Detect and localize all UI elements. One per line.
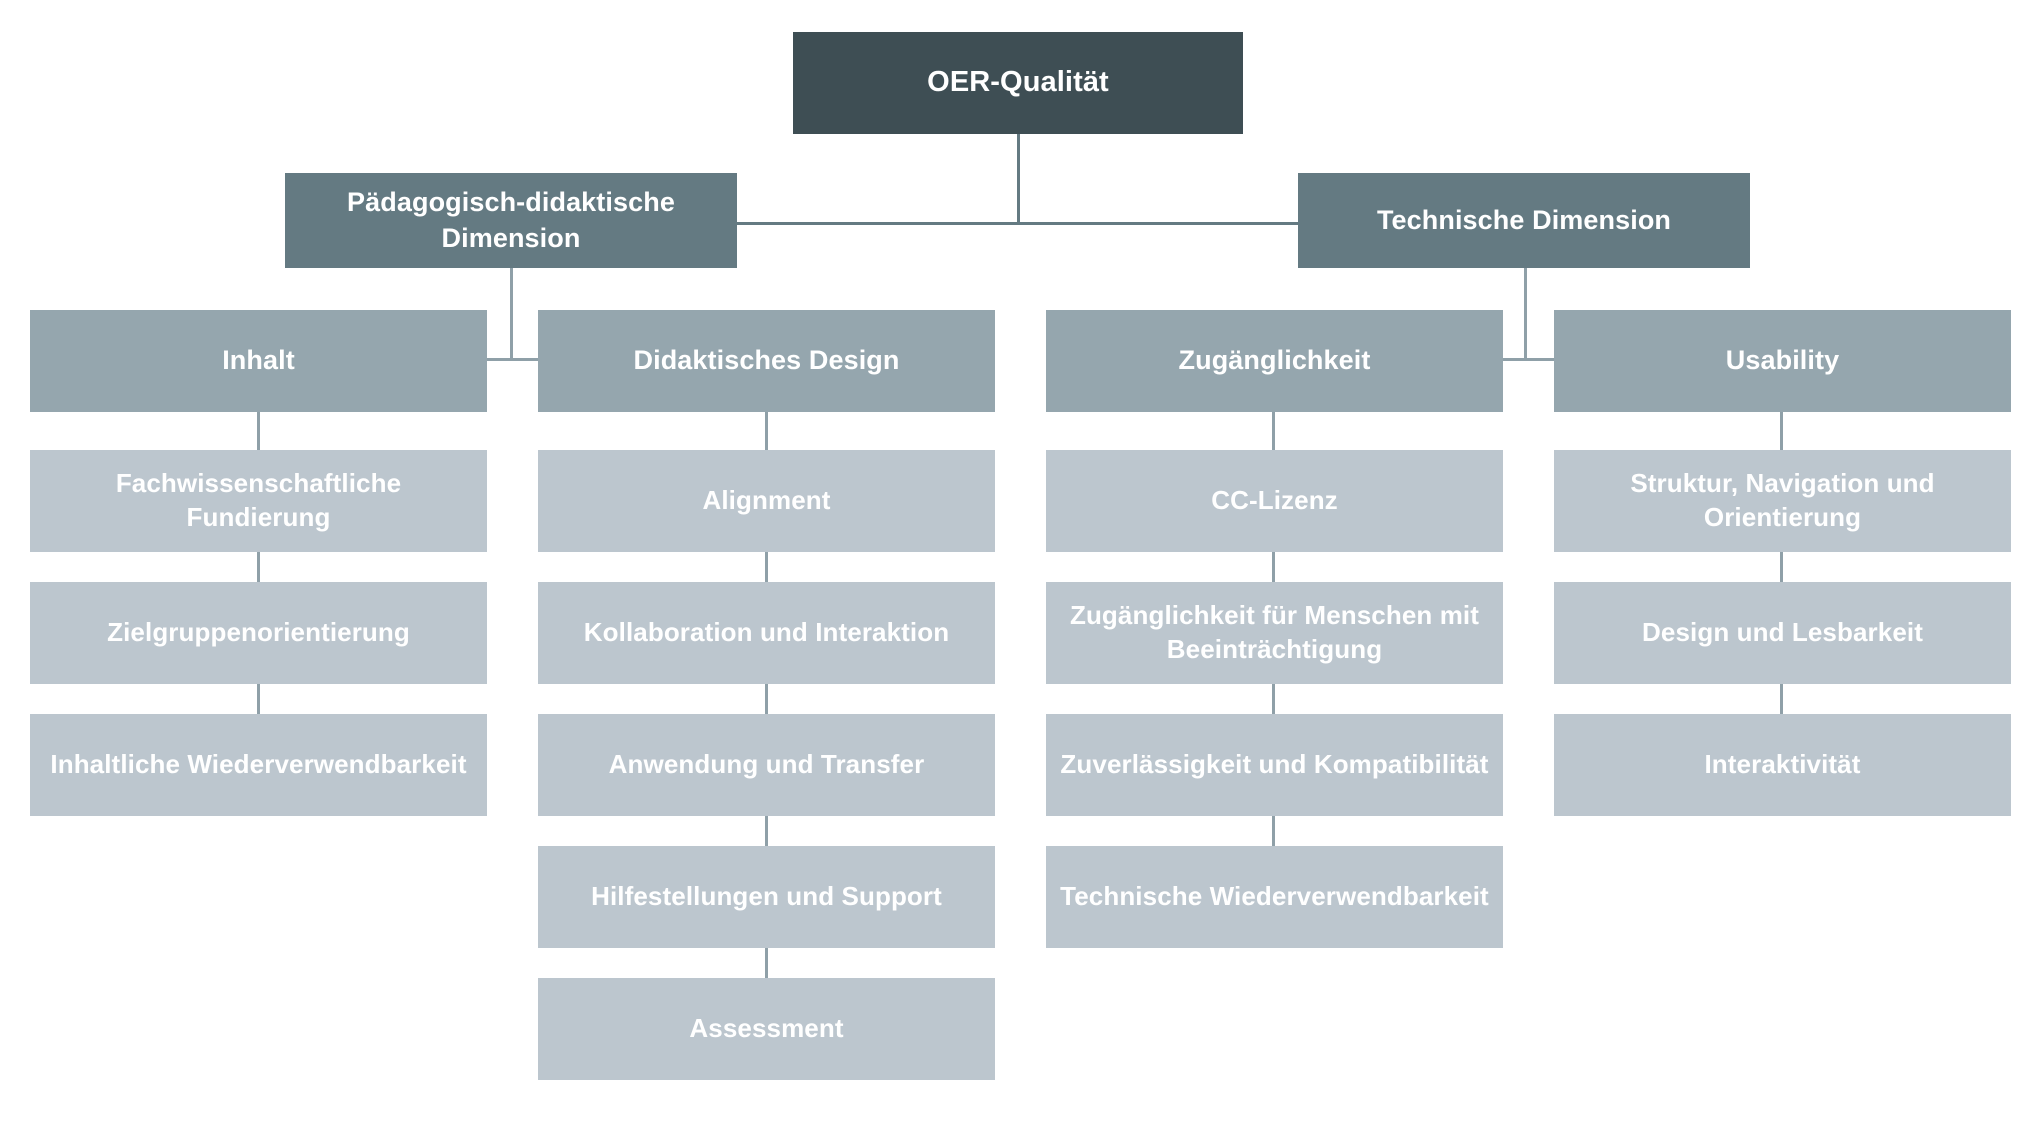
node-label: Struktur, Navigation und Orientierung xyxy=(1630,468,1935,532)
node-usability[interactable]: Usability xyxy=(1554,310,2011,412)
node-label: Anwendung und Transfer xyxy=(608,749,925,780)
node-inhalt[interactable]: Inhalt xyxy=(30,310,487,412)
connector-col3-stem-4 xyxy=(1272,816,1275,846)
node-label: Zugänglichkeit xyxy=(1178,345,1371,376)
connector-col2-stem-3 xyxy=(765,684,768,714)
connector-root-down xyxy=(1017,134,1020,224)
connector-col2-stem-4 xyxy=(765,816,768,846)
connector-left-dimension-down xyxy=(510,268,513,360)
node-hilfestellungen-und-support[interactable]: Hilfestellungen und Support xyxy=(538,846,995,948)
node-label: Pädagogisch-didaktische Dimension xyxy=(347,187,675,253)
node-label: Technische Wiederverwendbarkeit xyxy=(1060,881,1489,912)
connector-col2-stem-2 xyxy=(765,552,768,582)
node-label: Design und Lesbarkeit xyxy=(1642,617,1923,648)
node-label: Zuverlässigkeit und Kompatibilität xyxy=(1060,749,1489,780)
node-design-und-lesbarkeit[interactable]: Design und Lesbarkeit xyxy=(1554,582,2011,684)
node-alignment[interactable]: Alignment xyxy=(538,450,995,552)
node-label: Inhalt xyxy=(222,345,295,376)
connector-col3-stem-3 xyxy=(1272,684,1275,714)
node-zuverlaessigkeit-und-kompatibilitaet[interactable]: Zuverlässigkeit und Kompatibilität xyxy=(1046,714,1503,816)
node-label: Interaktivität xyxy=(1704,749,1861,780)
connector-col4-stem-3 xyxy=(1780,684,1783,714)
node-label: Alignment xyxy=(702,485,831,516)
node-interaktivitaet[interactable]: Interaktivität xyxy=(1554,714,2011,816)
node-didaktisches-design[interactable]: Didaktisches Design xyxy=(538,310,995,412)
connector-col1-stem-2 xyxy=(257,552,260,582)
connector-col3-stem-2 xyxy=(1272,552,1275,582)
node-struktur-navigation-und-orientierung[interactable]: Struktur, Navigation und Orientierung xyxy=(1554,450,2011,552)
node-inhaltliche-wiederverwendbarkeit[interactable]: Inhaltliche Wiederverwendbarkeit xyxy=(30,714,487,816)
node-zugaenglichkeit[interactable]: Zugänglichkeit xyxy=(1046,310,1503,412)
connector-col1-stem-3 xyxy=(257,684,260,714)
node-label: CC-Lizenz xyxy=(1211,485,1338,516)
node-assessment[interactable]: Assessment xyxy=(538,978,995,1080)
node-label: Zugänglichkeit für Menschen mit Beeinträ… xyxy=(1069,600,1480,664)
connector-col4-stem-1 xyxy=(1780,412,1783,450)
node-label: Technische Dimension xyxy=(1376,204,1672,235)
node-cc-lizenz[interactable]: CC-Lizenz xyxy=(1046,450,1503,552)
node-label: OER-Qualität xyxy=(927,66,1109,99)
node-label: Hilfestellungen und Support xyxy=(591,881,942,912)
node-technische-dimension[interactable]: Technische Dimension xyxy=(1298,173,1750,268)
connector-col2-stem-5 xyxy=(765,948,768,978)
node-label: Assessment xyxy=(689,1013,844,1044)
node-paedagogisch-didaktische-dimension[interactable]: Pädagogisch-didaktische Dimension xyxy=(285,173,737,268)
node-anwendung-und-transfer[interactable]: Anwendung und Transfer xyxy=(538,714,995,816)
node-label: Usability xyxy=(1725,345,1840,376)
connector-col2-stem-1 xyxy=(765,412,768,450)
node-technische-wiederverwendbarkeit[interactable]: Technische Wiederverwendbarkeit xyxy=(1046,846,1503,948)
node-oer-qualitaet[interactable]: OER-Qualität xyxy=(793,32,1243,134)
node-zielgruppenorientierung[interactable]: Zielgruppenorientierung xyxy=(30,582,487,684)
connector-left-category-spine xyxy=(487,358,538,361)
node-label: Zielgruppenorientierung xyxy=(107,617,410,648)
connector-dimension-spine xyxy=(737,222,1298,225)
connector-col3-stem-1 xyxy=(1272,412,1275,450)
node-zugaenglichkeit-fuer-menschen-mit-beeintraechtigung[interactable]: Zugänglichkeit für Menschen mit Beeinträ… xyxy=(1046,582,1503,684)
node-label: Inhaltliche Wiederverwendbarkeit xyxy=(50,749,467,780)
connector-col1-stem-1 xyxy=(257,412,260,450)
connector-right-dimension-down xyxy=(1524,268,1527,360)
node-fachwissenschaftliche-fundierung[interactable]: Fachwissenschaftliche Fundierung xyxy=(30,450,487,552)
node-label: Kollaboration und Interaktion xyxy=(583,617,950,648)
node-label: Didaktisches Design xyxy=(633,345,900,376)
node-label: Fachwissenschaftliche Fundierung xyxy=(115,468,402,532)
node-kollaboration-und-interaktion[interactable]: Kollaboration und Interaktion xyxy=(538,582,995,684)
connector-col4-stem-2 xyxy=(1780,552,1783,582)
connector-right-category-spine xyxy=(1503,358,1554,361)
